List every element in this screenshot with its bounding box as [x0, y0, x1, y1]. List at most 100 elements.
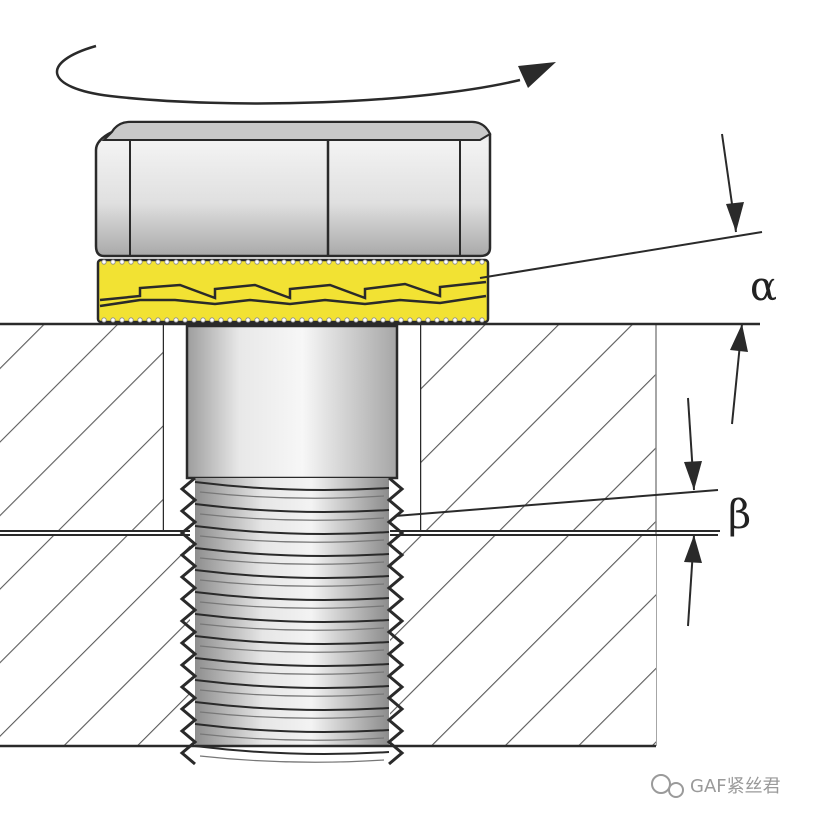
- thread-crest: [194, 701, 390, 711]
- rotation-arrow-icon: [55, 44, 556, 105]
- washer-serration: [155, 259, 161, 265]
- washer-serration: [470, 317, 476, 323]
- lower-plate: [0, 534, 656, 746]
- washer-serration: [263, 317, 269, 323]
- washer-serration: [191, 259, 197, 265]
- washer-serration: [317, 259, 323, 265]
- thread-shade: [199, 755, 385, 763]
- thread-crest: [194, 503, 390, 513]
- bolt-head: [94, 120, 492, 258]
- thread-crest: [194, 569, 390, 579]
- thread-shade: [199, 579, 385, 587]
- washer-serration: [173, 259, 179, 265]
- washer-serration: [362, 317, 368, 323]
- washer-serration: [353, 317, 359, 323]
- washer-serration: [398, 317, 404, 323]
- washer-serration: [389, 317, 395, 323]
- washer-serration: [110, 317, 116, 323]
- washer-serration: [425, 259, 431, 265]
- washer-serration: [101, 317, 107, 323]
- washer-serration: [371, 259, 377, 265]
- alpha-dimension: α: [721, 133, 777, 425]
- washer-serration: [326, 259, 332, 265]
- thread-left-edge: [179, 476, 198, 766]
- washer-serration: [164, 317, 170, 323]
- thread-crest: [194, 525, 390, 535]
- thread-shade: [199, 557, 385, 565]
- thread-crest: [194, 613, 390, 623]
- washer-serration: [263, 259, 269, 265]
- washer-serration: [380, 317, 386, 323]
- washer-serration: [101, 259, 107, 265]
- washer-serration: [209, 259, 215, 265]
- washer-serration: [200, 317, 206, 323]
- thread-shade: [199, 711, 385, 719]
- washer-serration: [416, 259, 422, 265]
- beta-label: β: [728, 492, 751, 538]
- washer-serration: [407, 317, 413, 323]
- washer-serration: [452, 317, 458, 323]
- washer-serration: [218, 259, 224, 265]
- washer-serration: [281, 259, 287, 265]
- washer-serration: [299, 259, 305, 265]
- washer-serration: [353, 259, 359, 265]
- washer-serration: [236, 317, 242, 323]
- washer-serration: [434, 317, 440, 323]
- washer-serration: [479, 317, 485, 323]
- washer-serration: [191, 317, 197, 323]
- thread-crest: [194, 635, 390, 645]
- washer-serration: [344, 259, 350, 265]
- lock-washer: [96, 258, 490, 324]
- washer-serration: [380, 259, 386, 265]
- washer-serration: [479, 259, 485, 265]
- thread-shade: [199, 733, 385, 741]
- washer-serration: [398, 259, 404, 265]
- thread-shade: [199, 601, 385, 609]
- washer-serration: [128, 317, 134, 323]
- wechat-logo-icon: [651, 774, 684, 798]
- washer-serration: [281, 317, 287, 323]
- thread-crest: [194, 679, 390, 689]
- thread-shade: [199, 667, 385, 675]
- washer-serration: [344, 317, 350, 323]
- washer-serration: [155, 317, 161, 323]
- washer-serration: [461, 259, 467, 265]
- washer-serration: [128, 259, 134, 265]
- washer-serration: [182, 317, 188, 323]
- washer-serration: [461, 317, 467, 323]
- washer-serration: [272, 317, 278, 323]
- watermark: GAF紧丝君: [651, 774, 781, 798]
- washer-serration: [443, 317, 449, 323]
- beta-dimension: β: [684, 397, 751, 627]
- washer-serration: [164, 259, 170, 265]
- washer-serration: [326, 317, 332, 323]
- washer-serration: [236, 259, 242, 265]
- washer-serration: [389, 259, 395, 265]
- washer-serration: [218, 317, 224, 323]
- washer-serration: [290, 259, 296, 265]
- washer-serration: [416, 317, 422, 323]
- bolt-shank: [185, 324, 399, 480]
- thread-right-edge: [386, 476, 405, 766]
- thread-crest: [194, 745, 390, 755]
- watermark-text: GAF紧丝君: [690, 776, 781, 797]
- washer-serration: [182, 259, 188, 265]
- washer-serration: [137, 317, 143, 323]
- thread-shade: [199, 491, 385, 499]
- washer-serration: [137, 259, 143, 265]
- thread-crest: [194, 591, 390, 601]
- washer-serration: [245, 259, 251, 265]
- thread-crest: [194, 723, 390, 733]
- thread-crest: [194, 481, 390, 491]
- washer-serration: [407, 259, 413, 265]
- washer-serration: [209, 317, 215, 323]
- bolt-thread: [179, 476, 405, 766]
- washer-serration: [290, 317, 296, 323]
- thread-shade: [199, 535, 385, 543]
- washer-serration: [335, 317, 341, 323]
- washer-serration: [308, 317, 314, 323]
- wedge-lower-profile: [99, 294, 487, 308]
- washer-serration: [146, 317, 152, 323]
- thread-shade: [199, 623, 385, 631]
